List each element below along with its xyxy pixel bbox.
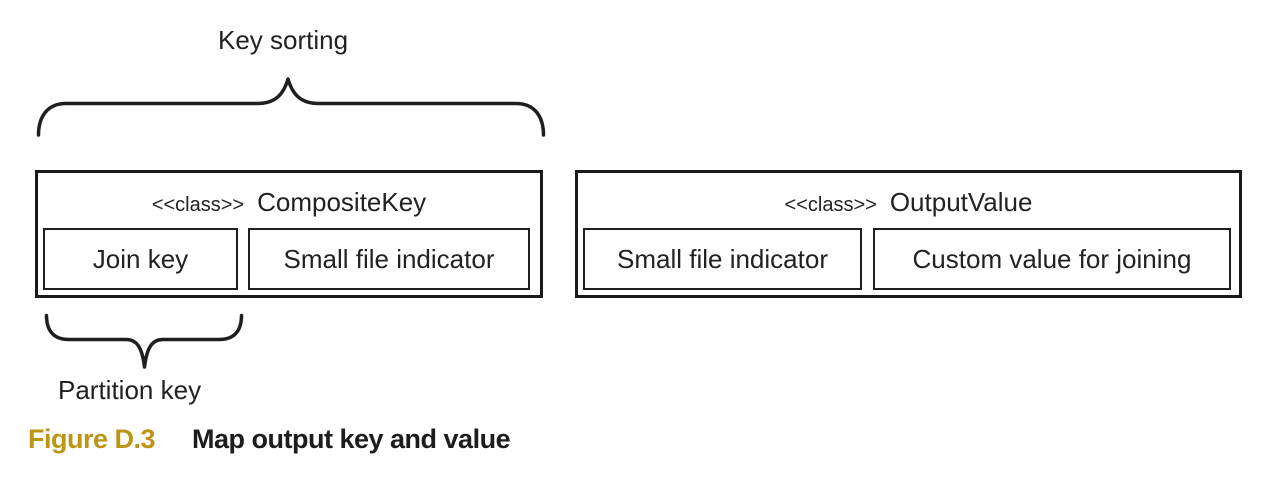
outputvalue-name: OutputValue bbox=[889, 187, 1033, 217]
figure-number-label: Figure D.3 bbox=[28, 424, 156, 454]
custom-value-field: Custom value for joining bbox=[873, 228, 1231, 290]
key-sorting-brace bbox=[36, 77, 546, 137]
outputvalue-class-box: <<class>> OutputValue Small file indicat… bbox=[575, 170, 1242, 298]
figure-caption: Figure D.3 Map output key and value bbox=[28, 424, 511, 455]
small-file-indicator-field-key: Small file indicator bbox=[248, 228, 530, 290]
outputvalue-stereotype: <<class>> bbox=[784, 194, 877, 216]
compositekey-stereotype: <<class>> bbox=[151, 194, 245, 216]
outputvalue-header: <<class>> OutputValue bbox=[578, 187, 1239, 218]
small-file-indicator-field-value: Small file indicator bbox=[583, 228, 862, 290]
figure-title: Map output key and value bbox=[192, 424, 511, 454]
compositekey-class-box: <<class>> CompositeKey Join key Small fi… bbox=[35, 170, 543, 298]
compositekey-name: CompositeKey bbox=[257, 187, 427, 217]
compositekey-header: <<class>> CompositeKey bbox=[38, 187, 540, 218]
partition-key-brace bbox=[44, 313, 244, 369]
key-sorting-label: Key sorting bbox=[218, 25, 349, 55]
partition-key-label: Partition key bbox=[58, 375, 202, 405]
join-key-field: Join key bbox=[43, 228, 238, 290]
